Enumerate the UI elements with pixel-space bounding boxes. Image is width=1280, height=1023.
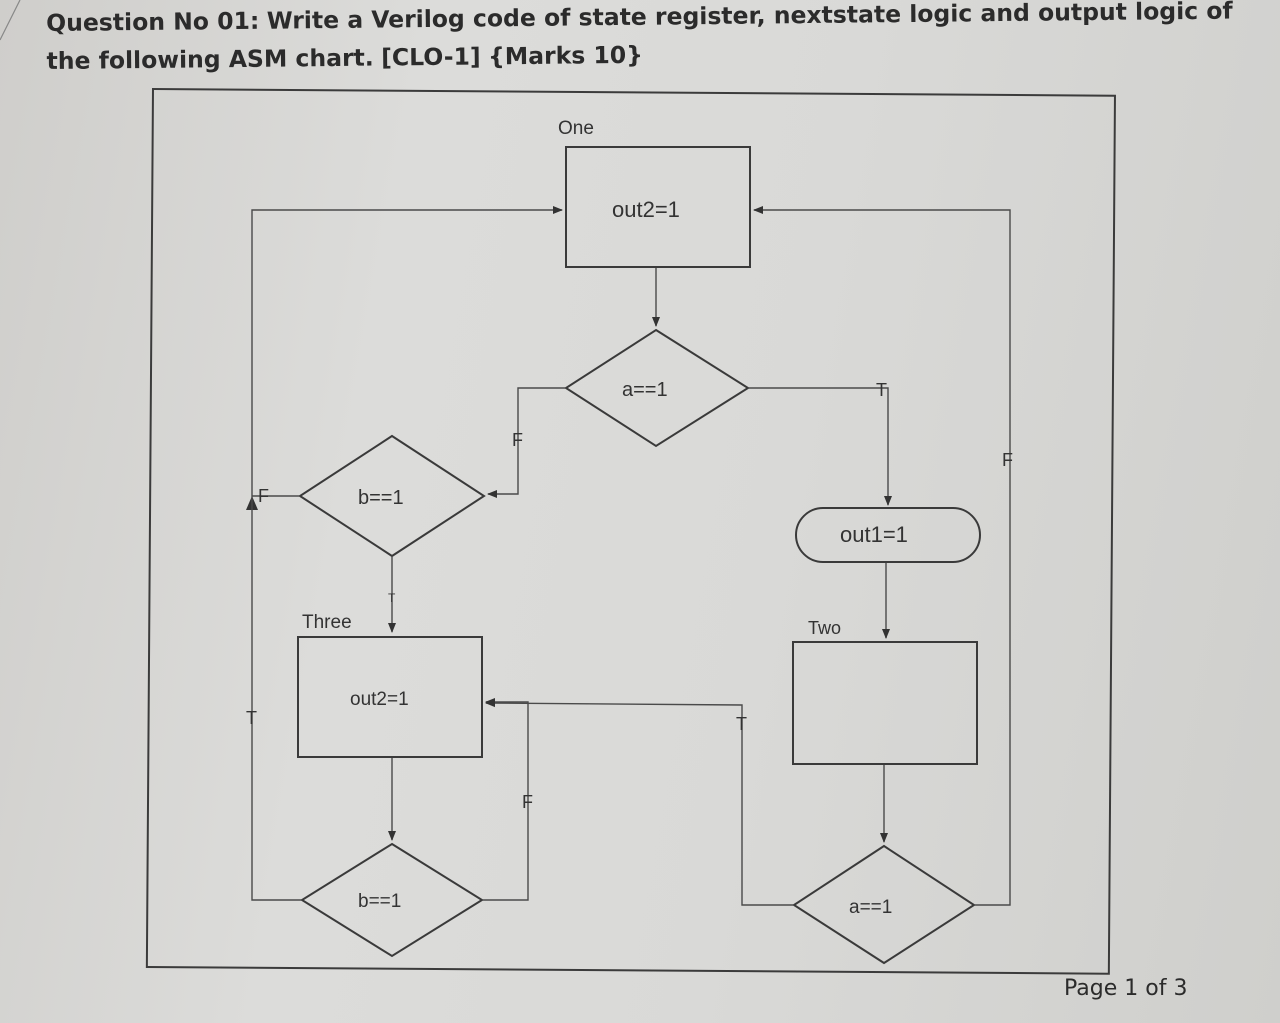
decision-b-top-condition: b==1 <box>358 487 404 509</box>
conditional-out1 <box>795 507 981 563</box>
state-three-box <box>297 636 483 758</box>
state-three-output: out2=1 <box>350 689 409 710</box>
label-b-bottom-false: F <box>522 792 533 812</box>
label-a-bottom-false: F <box>1002 450 1013 470</box>
decision-a-top-condition: a==1 <box>622 379 668 401</box>
state-three-name: Three <box>302 612 352 633</box>
page-corner-mark <box>0 0 30 50</box>
decision-b-bottom-condition: b==1 <box>358 891 401 912</box>
arrow-a-bottom-true <box>485 699 794 906</box>
label-b-bottom-true: T <box>246 708 257 728</box>
arrow-a-top-true <box>748 387 892 506</box>
label-a-top-true: T <box>876 380 887 400</box>
conditional-out1-output: out1=1 <box>840 522 908 547</box>
arrow-a-bottom-false <box>753 206 1011 906</box>
decision-a-bottom <box>792 844 976 965</box>
decision-a-top <box>564 328 750 448</box>
arrow-b-bottom-true <box>251 206 563 901</box>
arrow-a-top-false <box>487 387 566 498</box>
state-one-output: out2=1 <box>612 197 680 222</box>
decision-a-bottom-condition: a==1 <box>849 897 892 918</box>
label-b-top-false: F <box>258 486 269 506</box>
label-a-top-false: F <box>512 430 523 450</box>
label-b-top-true: T <box>388 591 396 605</box>
state-one-name: One <box>558 118 594 139</box>
page-number: Page 1 of 3 <box>1064 976 1188 1001</box>
arrow-b-bottom-false <box>482 698 529 901</box>
label-a-bottom-true: T <box>736 714 747 734</box>
state-one-box <box>565 146 751 268</box>
state-two-name: Two <box>808 618 841 638</box>
decision-b-bottom <box>300 842 484 958</box>
state-two-box <box>792 641 978 765</box>
